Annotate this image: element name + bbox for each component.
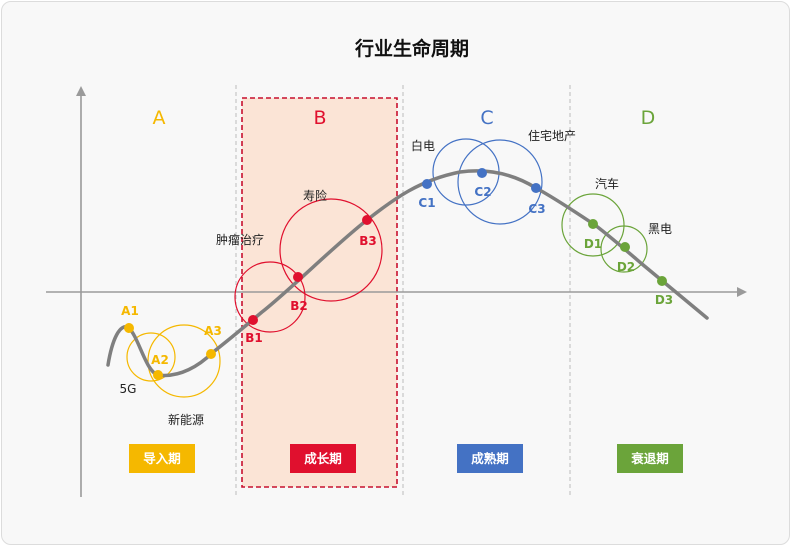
point-b1 [248, 315, 258, 325]
point-b3 [362, 215, 372, 225]
point-label-c1: C1 [418, 196, 435, 210]
zone-letter-b: B [313, 107, 326, 129]
point-c3 [531, 183, 541, 193]
point-d3 [657, 276, 667, 286]
zone-letter-a: A [153, 107, 166, 129]
stage-badge-introduction [129, 444, 195, 473]
point-c1 [422, 179, 432, 189]
point-a1 [124, 323, 134, 333]
circle-real-estate [457, 139, 543, 225]
point-d1 [588, 219, 598, 229]
point-label-b1: B1 [245, 331, 263, 345]
point-b2 [293, 272, 303, 282]
stage-label-growth: 成长期 [304, 451, 342, 466]
point-label-a1: A1 [121, 304, 139, 318]
point-label-a2: A2 [151, 353, 169, 367]
industry-label-appliances: 白电 [411, 138, 435, 153]
point-c2 [477, 168, 487, 178]
point-label-d2: D2 [617, 260, 635, 274]
point-label-c3: C3 [528, 202, 545, 216]
point-label-c2: C2 [474, 185, 491, 199]
point-label-d1: D1 [584, 237, 602, 251]
stage-badge-decline [617, 444, 683, 473]
stage-label-decline: 衰退期 [630, 451, 669, 466]
stage-badge-growth [290, 444, 356, 473]
industry-label-real-estate: 住宅地产 [528, 128, 576, 143]
industry-label-electricity: 黑电 [648, 222, 672, 236]
industry-label-auto: 汽车 [595, 176, 619, 191]
point-label-b2: B2 [290, 299, 308, 313]
point-label-b3: B3 [359, 234, 377, 248]
zone-letter-c: C [480, 107, 493, 129]
industry-label-new-energy: 新能源 [168, 412, 204, 427]
point-label-a3: A3 [204, 324, 222, 338]
point-label-d3: D3 [655, 293, 673, 307]
circle-5g [126, 332, 176, 382]
zone-letter-d: D [641, 107, 656, 129]
industry-label-5g: 5G [120, 382, 137, 396]
circle-life-insurance [279, 198, 383, 302]
industry-label-life-insurance: 寿险 [303, 188, 327, 203]
diagram-title: 行业生命周期 [354, 37, 469, 60]
stage-label-introduction: 导入期 [143, 451, 181, 466]
circle-electricity [600, 225, 648, 273]
circle-auto [561, 193, 625, 257]
point-a2 [153, 370, 163, 380]
stage-label-maturity: 成熟期 [471, 451, 509, 466]
circle-new-energy [147, 324, 221, 398]
point-a3 [206, 349, 216, 359]
industry-label-tumor-treatment: 肿瘤治疗 [216, 232, 264, 247]
point-d2 [620, 242, 630, 252]
circle-tumor-treatment [234, 261, 306, 333]
stage-badge-maturity [457, 444, 523, 473]
